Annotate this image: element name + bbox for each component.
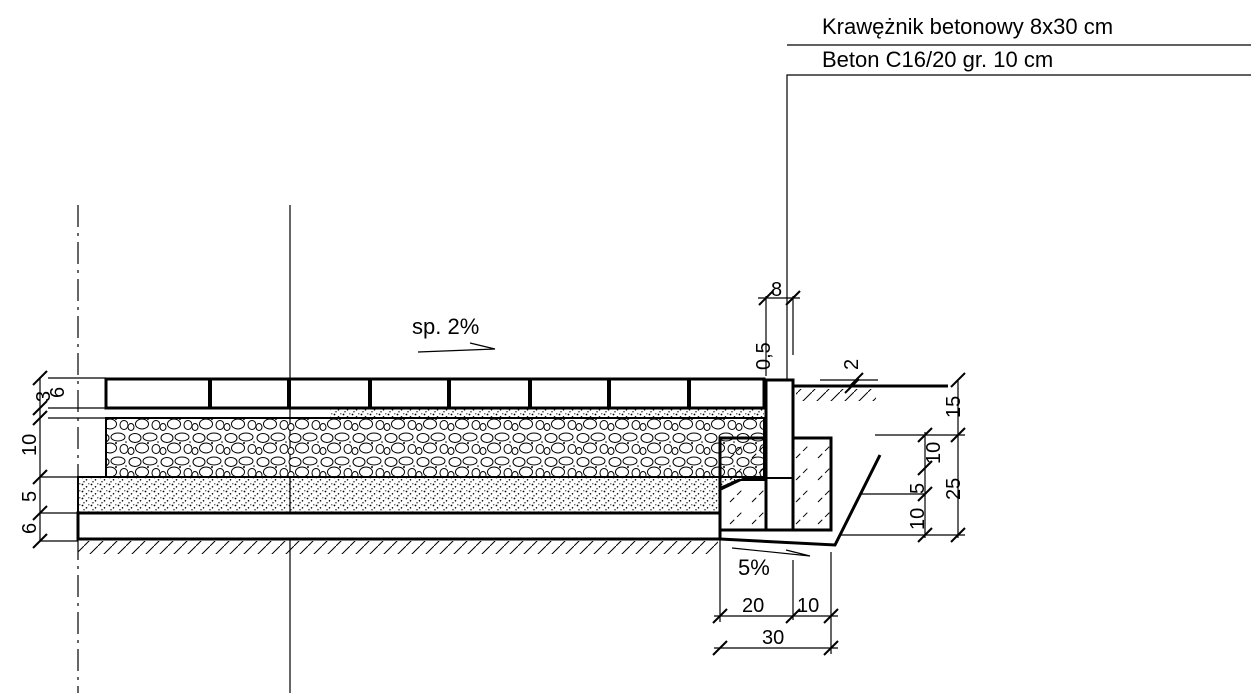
curb-top-dimensions: 8 0,5 2: [753, 279, 878, 394]
top-slope-mark: sp. 2%: [412, 314, 496, 353]
pavement-layers: [76, 377, 766, 554]
dim-curb-width: 8: [771, 279, 782, 301]
sand-subbase-layer: [77, 476, 765, 514]
concrete-curb: [764, 378, 795, 532]
dim-right-25: 25: [943, 478, 965, 500]
right-dimension-chain: 15 10 25 5 10: [840, 372, 966, 543]
dim-right-5: 5: [907, 483, 929, 494]
curb-assembly: [718, 378, 948, 547]
legend: Krawężnik betonowy 8x30 cm Beton C16/20 …: [786, 14, 1251, 380]
side-soil-hatch: [796, 389, 876, 401]
paving-block-layer: [104, 377, 766, 410]
legend-item-concrete: Beton C16/20 gr. 10 cm: [822, 47, 1053, 72]
dim-bottom-30: 30: [762, 627, 784, 649]
legend-leader-line: [786, 74, 1251, 380]
left-dimension-chain: 3 6 10 5 6: [19, 370, 106, 549]
bedding-sand-layer: [330, 408, 764, 418]
excavation-slope-line: [719, 454, 882, 547]
dim-left-5: 5: [19, 491, 41, 502]
bottom-dimension-chain: 20 10 30: [712, 540, 839, 656]
bottom-slope-label: 5%: [738, 555, 770, 580]
bottom-layer: [76, 511, 722, 541]
legend-item-curb: Krawężnik betonowy 8x30 cm: [822, 14, 1113, 39]
bottom-slope-mark: 5%: [731, 547, 811, 580]
dim-bottom-10: 10: [797, 595, 819, 617]
dim-right-10-lower: 10: [907, 508, 929, 530]
aggregate-base-layer: [105, 417, 765, 478]
dim-bottom-20: 20: [742, 595, 764, 617]
dim-curb-step: 2: [841, 359, 863, 370]
dim-curb-gap: 0,5: [753, 342, 775, 370]
subgrade-soil-hatch: [78, 541, 718, 554]
top-slope-label: sp. 2%: [412, 314, 479, 339]
dim-left-3: 3: [33, 391, 55, 402]
paving-block-joints: [208, 379, 691, 408]
dim-left-6: 6: [47, 387, 69, 398]
dim-left-10: 10: [19, 434, 41, 456]
dim-right-10-upper: 10: [923, 442, 945, 464]
dim-left-6-bottom: 6: [19, 523, 41, 534]
dim-right-15: 15: [943, 396, 965, 418]
